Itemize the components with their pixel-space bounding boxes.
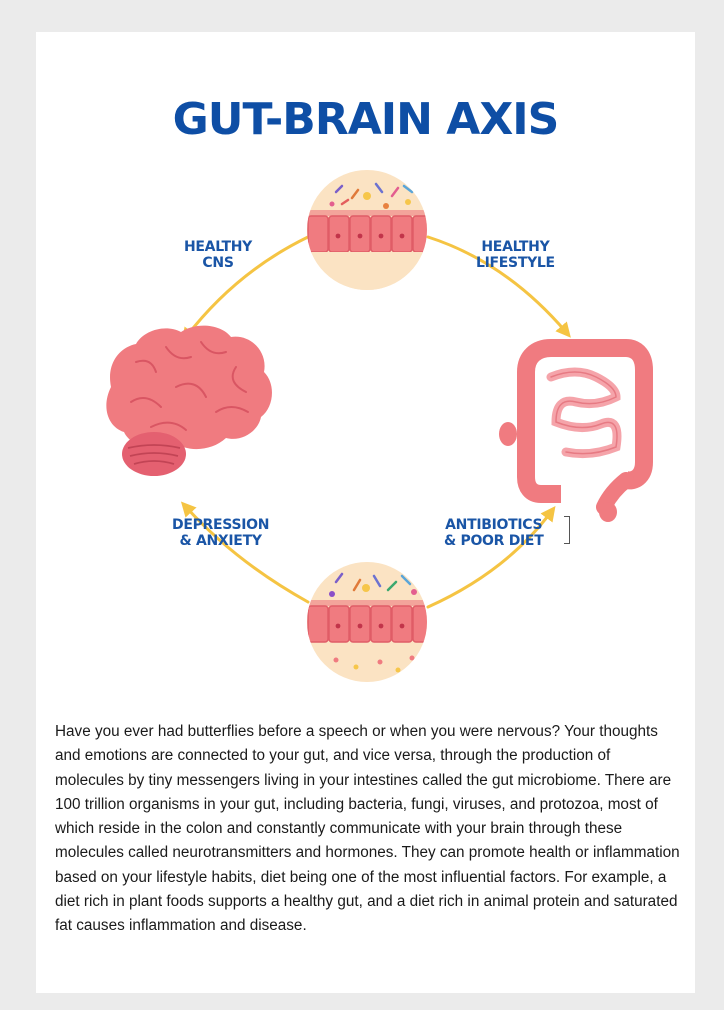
- body-paragraph: Have you ever had butterflies before a s…: [55, 723, 680, 935]
- healthy-gut-microbiome-icon: [307, 170, 427, 290]
- arrow-gut-to-intestines: [426, 235, 571, 338]
- label-antibiotics-poor-diet: ANTIBIOTICS& POOR DIET: [444, 517, 544, 549]
- label-depression-anxiety: DEPRESSION& ANXIETY: [172, 517, 270, 549]
- cycle-arrows: [180, 235, 571, 609]
- gut-brain-cycle-diagram: [106, 170, 653, 682]
- arrow-to-intestines-bottom: [426, 506, 556, 609]
- arrow-gut-to-brain: [181, 235, 310, 343]
- bracket-mark: [564, 516, 570, 544]
- unhealthy-gut-microbiome-icon: [307, 562, 427, 682]
- page-title: GUT-BRAIN AXIS: [172, 94, 560, 145]
- intestines-icon: [499, 339, 653, 522]
- arrow-to-brain-bottom: [180, 501, 310, 604]
- infographic-card: GUT-BRAIN AXIS: [36, 32, 695, 993]
- brain-icon: [106, 325, 272, 476]
